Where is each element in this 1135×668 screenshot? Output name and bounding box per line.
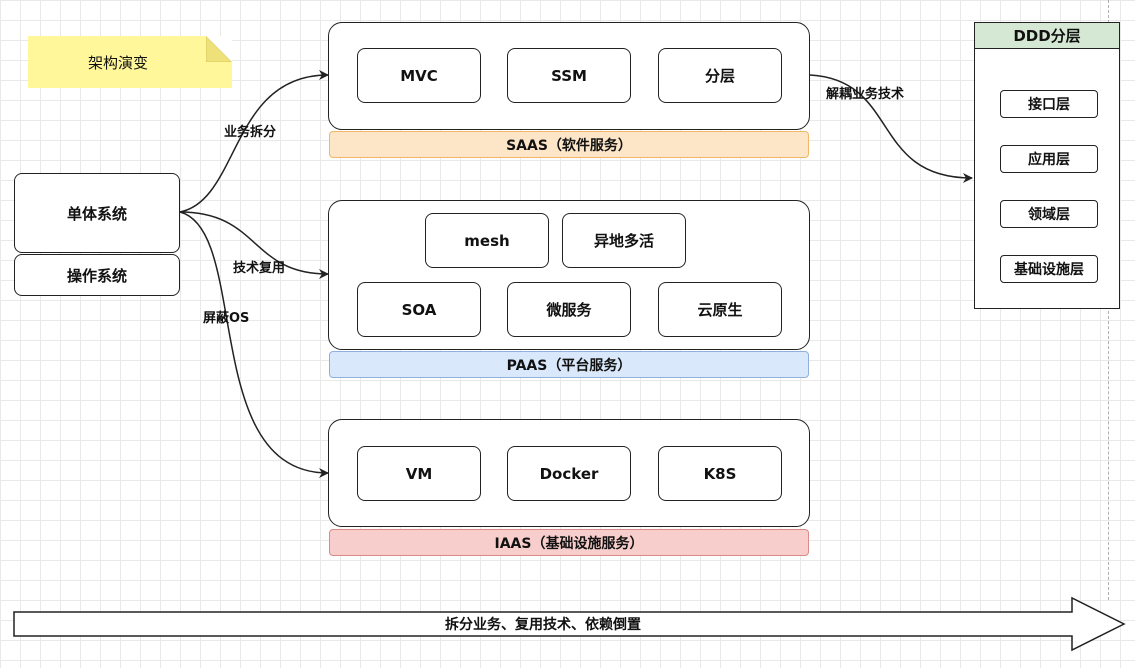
ddd-header[interactable]: DDD分层 xyxy=(974,22,1120,49)
paas-item-multi-active[interactable]: 异地多活 xyxy=(562,213,686,268)
note-fold-corner xyxy=(206,36,232,62)
paas-item-soa[interactable]: SOA xyxy=(357,282,481,337)
ddd-layer-infrastructure[interactable]: 基础设施层 xyxy=(1000,255,1098,283)
paas-band: PAAS（平台服务） xyxy=(329,351,809,378)
operating-system-box[interactable]: 操作系统 xyxy=(14,254,180,296)
note-text: 架构演变 xyxy=(87,53,148,72)
ddd-layer-application[interactable]: 应用层 xyxy=(1000,145,1098,173)
monolith-system-box[interactable]: 单体系统 xyxy=(14,173,180,253)
edge-label-decouple: 解耦业务技术 xyxy=(826,87,905,102)
bottom-arrow-label: 拆分业务、复用技术、依赖倒置 xyxy=(445,617,641,633)
ddd-layer-interface[interactable]: 接口层 xyxy=(1000,90,1098,118)
edge-label-tech-reuse: 技术复用 xyxy=(233,261,286,276)
paas-item-mesh[interactable]: mesh xyxy=(425,213,549,268)
edge-label-business-split: 业务拆分 xyxy=(224,125,277,140)
edge-to-saas xyxy=(179,70,329,213)
iaas-item-k8s[interactable]: K8S xyxy=(658,446,782,501)
paas-item-cloud-native[interactable]: 云原生 xyxy=(658,282,782,337)
iaas-item-docker[interactable]: Docker xyxy=(507,446,631,501)
sticky-note[interactable]: 架构演变 xyxy=(28,36,232,88)
edge-to-iaas xyxy=(179,211,329,478)
iaas-item-vm[interactable]: VM xyxy=(357,446,481,501)
bottom-arrow-shape[interactable] xyxy=(0,588,1135,668)
saas-item-mvc[interactable]: MVC xyxy=(357,48,481,103)
paas-item-microservice[interactable]: 微服务 xyxy=(507,282,631,337)
ddd-layer-domain[interactable]: 领域层 xyxy=(1000,200,1098,228)
edge-label-hide-os: 屏蔽OS xyxy=(203,311,250,326)
saas-item-layering[interactable]: 分层 xyxy=(658,48,782,103)
iaas-band: IAAS（基础设施服务） xyxy=(329,529,809,556)
saas-item-ssm[interactable]: SSM xyxy=(507,48,631,103)
saas-band: SAAS（软件服务） xyxy=(329,131,809,158)
